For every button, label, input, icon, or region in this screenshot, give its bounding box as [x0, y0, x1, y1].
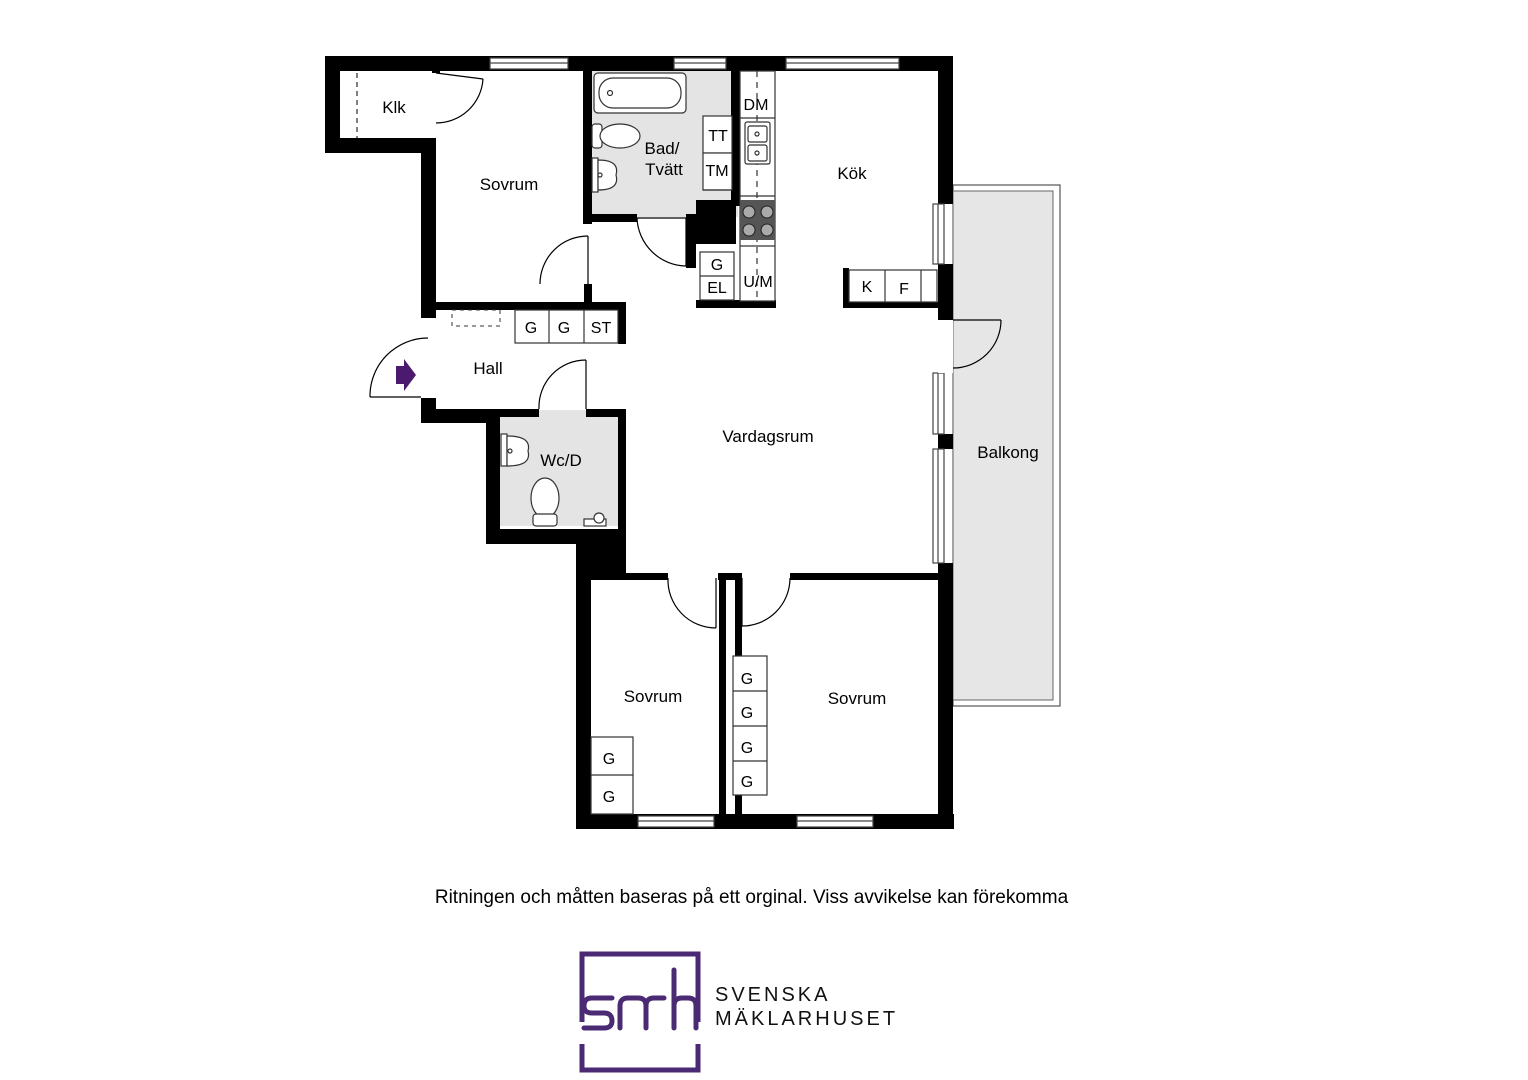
g-el-cabinet	[699, 251, 735, 301]
kitchen-sink	[744, 121, 771, 165]
brand-logo: SVENSKA MÄKLARHUSET	[578, 950, 938, 1075]
wc-floor	[499, 410, 620, 526]
balcony	[952, 184, 1061, 707]
fridge-freezer	[848, 269, 938, 303]
stove	[740, 200, 775, 240]
fixture-label-el: EL	[707, 280, 727, 297]
room-label-hall: Hall	[473, 359, 502, 378]
room-label-sovrum-3: Sovrum	[828, 689, 887, 708]
fixture-label-st: ST	[591, 320, 612, 337]
room-label-balkong: Balkong	[977, 443, 1038, 462]
hall-shelf	[451, 309, 501, 327]
bathtub	[593, 72, 687, 114]
brand-name: SVENSKA MÄKLARHUSET	[715, 983, 898, 1031]
entrance-arrow-icon	[396, 359, 416, 391]
fixture-label-hall-g-1: G	[525, 320, 537, 337]
room-label-vardagsrum: Vardagsrum	[722, 427, 813, 446]
kitchen-counter	[739, 70, 776, 302]
room-label-klk: Klk	[382, 98, 406, 117]
fixture-label-k: K	[862, 279, 873, 296]
doors	[369, 72, 1002, 629]
bathroom-sink	[591, 157, 618, 193]
fixture-label-sovrum-3-g-4: G	[741, 774, 753, 791]
wc-shower-mixer	[583, 512, 607, 527]
room-label-tvatt: Tvätt	[645, 160, 683, 179]
wardrobes-sovrum-2	[590, 736, 634, 815]
fixture-label-dm: DM	[744, 97, 769, 114]
fixture-label-tm: TM	[705, 163, 728, 180]
room-label-bad: Bad/	[645, 139, 680, 158]
fixture-label-um: U/M	[743, 274, 772, 291]
windows	[489, 57, 945, 828]
fixture-label-sovrum-2-g-2: G	[603, 789, 615, 806]
wc-sink	[500, 433, 530, 467]
disclaimer-text: Ritningen och måtten baseras på ett orgi…	[434, 887, 1069, 908]
fixture-label-sovrum-3-g-2: G	[741, 705, 753, 722]
wardrobes-sovrum-3	[732, 655, 768, 796]
fixture-label-tt: TT	[708, 128, 728, 145]
hall-wardrobes	[514, 309, 619, 344]
smh-logo-mark	[579, 951, 701, 1073]
brand-name-line-1: SVENSKA	[715, 984, 831, 1006]
fixture-label-sovrum-2-g-1: G	[603, 751, 615, 768]
fixture-label-f: F	[899, 281, 909, 298]
room-label-wc: Wc/D	[540, 451, 582, 470]
fixture-label-hall-g-2: G	[558, 320, 570, 337]
room-label-sovrum-1: Sovrum	[480, 175, 539, 194]
floor-plan: Klk Sovrum Bad/ Tvätt Kök Hall Wc/D Vard…	[325, 56, 1061, 829]
fixture-label-g-el-g: G	[711, 257, 723, 274]
room-label-sovrum-2: Sovrum	[624, 687, 683, 706]
bathroom-toilet	[591, 123, 641, 149]
fixture-label-sovrum-3-g-3: G	[741, 740, 753, 757]
brand-name-line-2: MÄKLARHUSET	[715, 1008, 899, 1030]
laundry-column	[702, 115, 733, 191]
room-label-kok: Kök	[837, 164, 867, 183]
fixture-label-sovrum-3-g-1: G	[741, 671, 753, 688]
wc-toilet	[530, 477, 560, 527]
